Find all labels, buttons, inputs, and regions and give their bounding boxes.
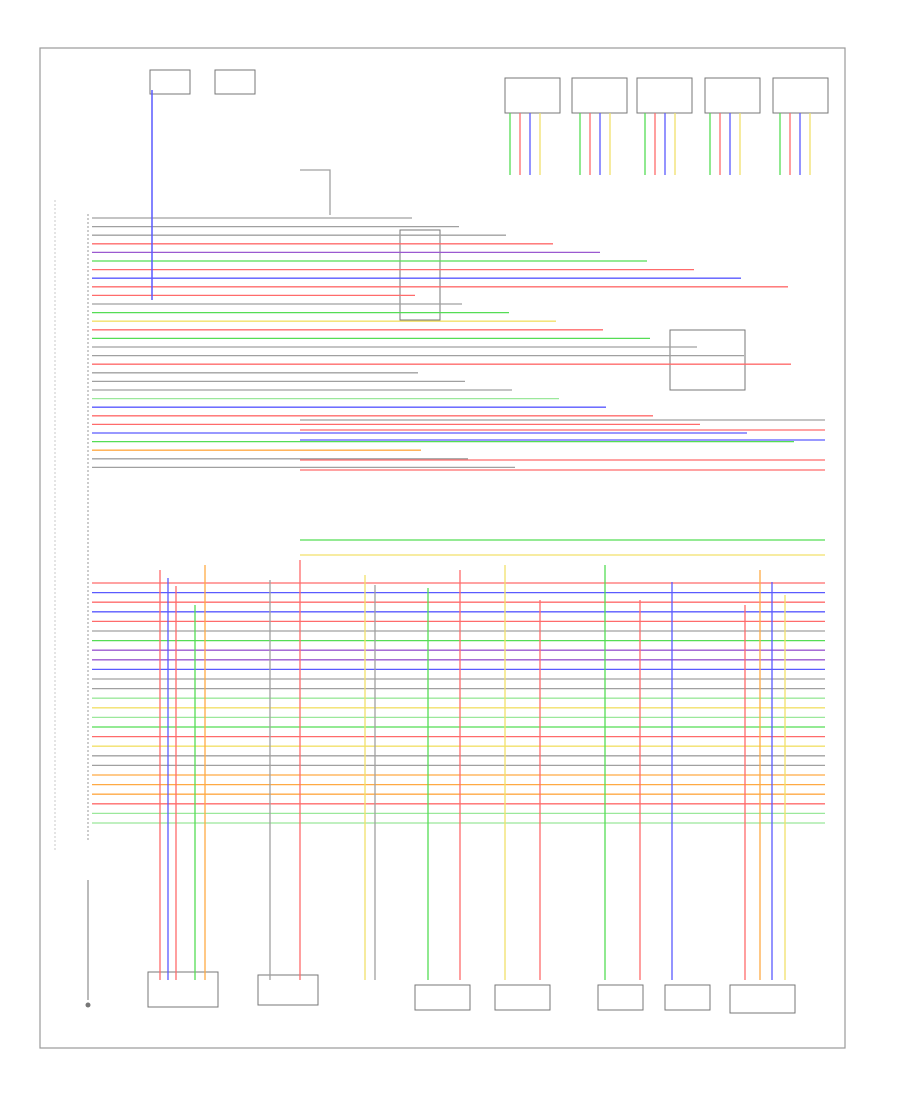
bottom-components	[147, 971, 796, 1014]
center-relay	[399, 229, 441, 321]
sensor-top-middle	[214, 69, 256, 95]
sensor-top-left	[149, 69, 191, 95]
ground-left	[85, 880, 91, 1008]
o2-sensor-right	[494, 984, 551, 1011]
injector-3	[636, 77, 693, 114]
idle-air-control-valve	[729, 984, 796, 1014]
knock-sensor-2	[664, 984, 711, 1011]
throttle-control-unit	[147, 971, 219, 1008]
injector-4	[704, 77, 761, 114]
relay-module	[669, 329, 746, 391]
injector-1	[504, 77, 561, 114]
camshaft-sensor	[257, 974, 319, 1006]
knock-sensor-1	[597, 984, 644, 1011]
top-components	[149, 69, 829, 391]
o2-sensor-left	[414, 984, 471, 1011]
injector-2	[571, 77, 628, 114]
ecm-connector	[54, 200, 89, 850]
injector-5	[772, 77, 829, 114]
diagram-frame	[39, 47, 846, 1049]
wire-top-harness	[300, 169, 331, 215]
wire-layer	[92, 90, 825, 980]
